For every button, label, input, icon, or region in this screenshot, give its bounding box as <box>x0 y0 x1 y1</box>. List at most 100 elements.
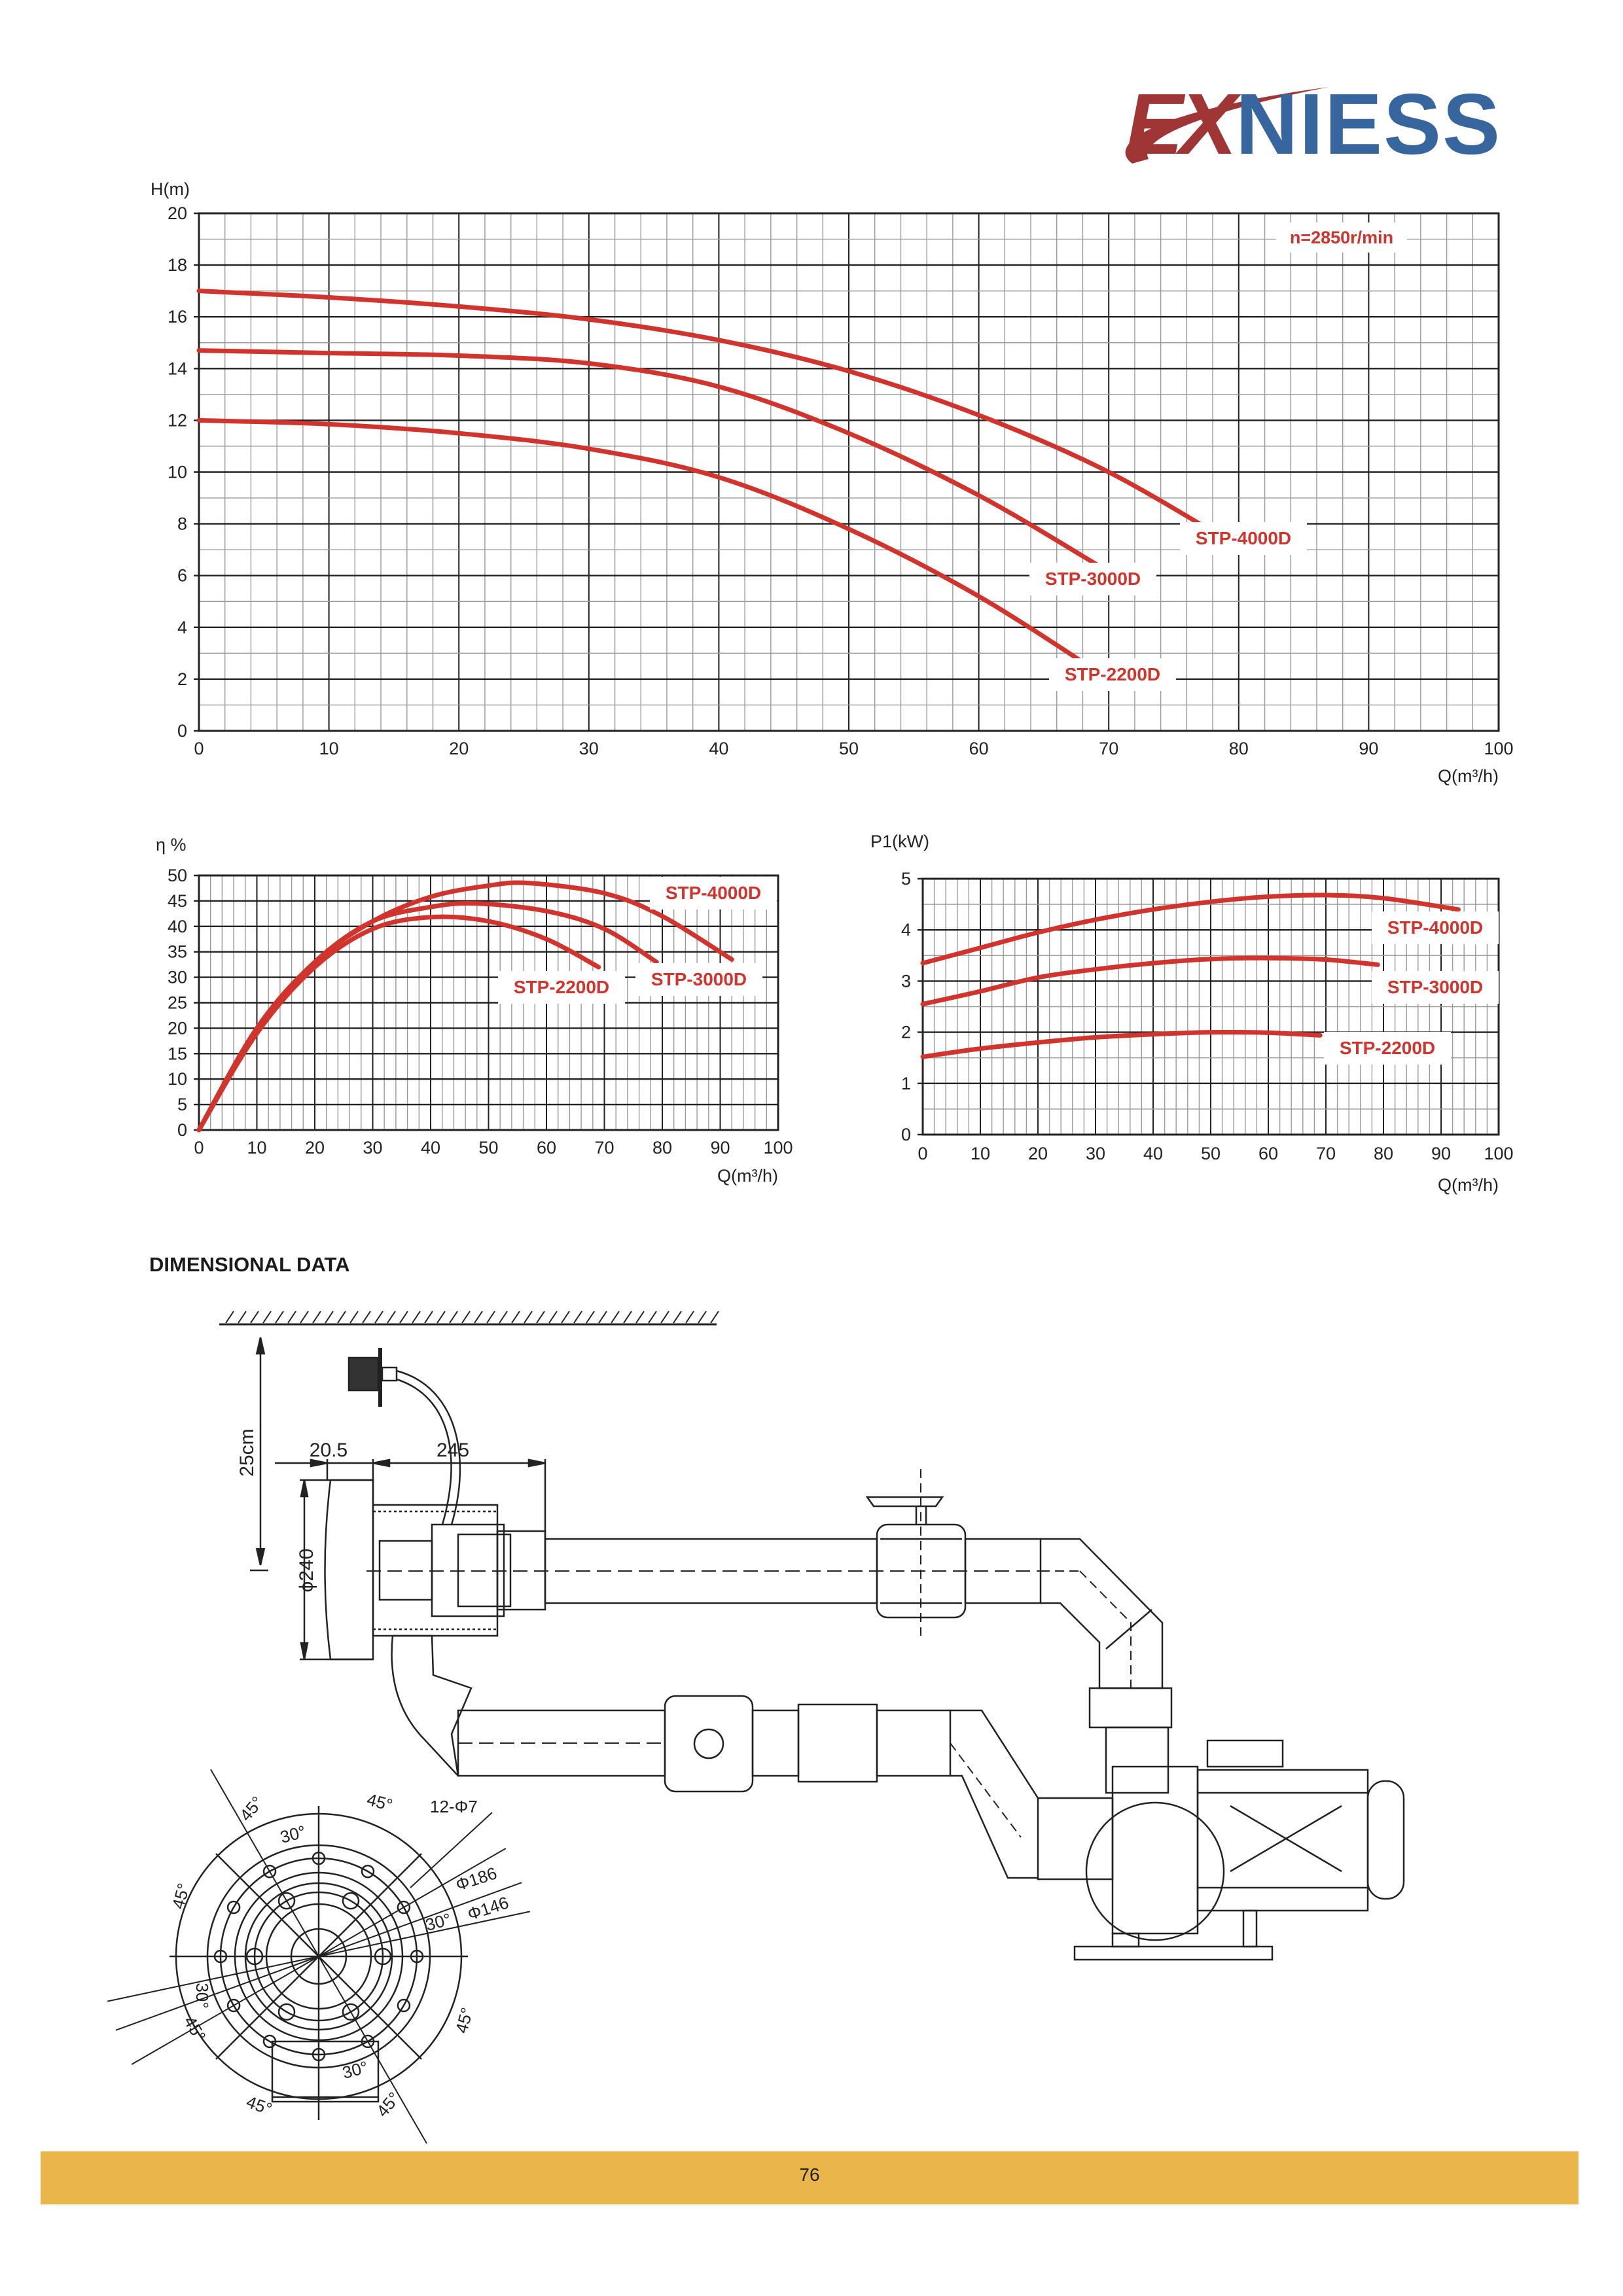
angle-label: 45° <box>452 2005 477 2036</box>
flange-thickness-label: 20.5 <box>310 1439 348 1461</box>
bolt-hole <box>226 1998 241 2013</box>
radial-line <box>318 1911 530 1957</box>
section-title: DIMENSIONAL DATA <box>149 1253 350 1276</box>
series-line-stp-3000d <box>920 955 1380 1007</box>
diameter-dimension: ϕ240 <box>296 1479 373 1661</box>
y-tick-label: 20 <box>168 203 187 223</box>
y-axis-title: H(m) <box>151 179 190 199</box>
series-line-stp-3000d <box>196 348 1105 571</box>
x-tick-label: 50 <box>1201 1144 1221 1163</box>
air-button-box <box>348 1348 461 1525</box>
hatch-line <box>673 1311 682 1324</box>
x-tick-label: 0 <box>194 1138 204 1157</box>
hatch-line <box>250 1311 259 1324</box>
y-tick-label: 2 <box>177 669 187 689</box>
hatch-line <box>374 1311 383 1324</box>
x-tick-label: 80 <box>1229 739 1249 758</box>
logo-swoosh-icon <box>1125 87 1329 164</box>
series-label: STP-4000D <box>666 883 761 903</box>
series-label-bg <box>1372 911 1499 944</box>
y-tick-label: 18 <box>168 255 187 275</box>
footer-band: 76 <box>41 2151 1578 2204</box>
holes-label: 12-Φ7 <box>430 1797 478 1816</box>
series-label: STP-2200D <box>1340 1038 1435 1058</box>
bolt-hole <box>361 1864 375 1879</box>
speed-annotation: n=2850r/min <box>1290 228 1393 247</box>
y-tick-label: 16 <box>168 307 187 327</box>
series-label: STP-3000D <box>1387 977 1483 997</box>
hatch-line <box>660 1311 669 1324</box>
hatch-line <box>474 1311 483 1324</box>
logo-text-niess: NIESS <box>1236 76 1502 172</box>
y-tick-label: 5 <box>177 1095 187 1114</box>
length-label: 245 <box>437 1439 469 1461</box>
hatch-line <box>598 1311 607 1324</box>
x-tick-label: 60 <box>537 1138 556 1157</box>
bolt-hole <box>226 1900 241 1915</box>
y-axis-title: η % <box>156 835 187 855</box>
x-tick-label: 20 <box>449 739 469 758</box>
y-tick-label: 10 <box>168 1069 187 1089</box>
dimensional-drawing: 25cm 20.5 245 ϕ240 <box>107 1311 1405 2144</box>
series-label: STP-2200D <box>514 977 609 997</box>
angle-label: 45° <box>243 2092 274 2119</box>
hatch-line <box>225 1311 234 1324</box>
angle-label: 45° <box>168 1881 194 1911</box>
y-tick-label: 0 <box>901 1125 911 1144</box>
y-tick-label: 5 <box>901 869 911 889</box>
hatch-line <box>548 1311 558 1324</box>
x-tick-label: 0 <box>918 1144 927 1163</box>
x-tick-label: 90 <box>1359 739 1378 758</box>
x-tick-label: 80 <box>1374 1144 1393 1163</box>
x-tick-label: 50 <box>478 1138 498 1157</box>
y-tick-label: 35 <box>168 942 187 962</box>
x-tick-label: 30 <box>1086 1144 1105 1163</box>
length-dimension: 20.5 245 <box>275 1439 546 1539</box>
radial-line <box>318 1956 427 2144</box>
x-axis-title: Q(m³/h) <box>717 1166 778 1186</box>
radial-line <box>115 1956 319 2031</box>
series-label-bg <box>635 963 762 996</box>
bolt-hole <box>262 2034 277 2049</box>
bolt-hole <box>397 1900 411 1915</box>
screw-boss <box>277 1892 296 1910</box>
y-axis-title: P1(kW) <box>870 832 929 851</box>
x-axis-title: Q(m³/h) <box>1438 766 1499 786</box>
y-tick-label: 25 <box>168 993 187 1013</box>
height-dimension: 25cm <box>236 1337 268 1572</box>
hatch-line <box>325 1311 334 1324</box>
radial-line <box>107 1956 319 2002</box>
hatch-line <box>561 1311 570 1324</box>
series-label: STP-4000D <box>1387 917 1483 938</box>
y-tick-label: 20 <box>168 1018 187 1038</box>
lower-pipe <box>391 1634 1114 1881</box>
hatch-line <box>611 1311 620 1324</box>
y-tick-label: 30 <box>168 968 187 987</box>
series-line-stp-2200d <box>196 914 601 1133</box>
bolt-hole <box>397 1998 411 2013</box>
ceiling-hatch <box>219 1311 719 1326</box>
hatch-line <box>586 1311 595 1324</box>
y-tick-label: 40 <box>168 917 187 936</box>
bolt-hole <box>262 1864 277 1879</box>
y-tick-label: 15 <box>168 1044 187 1063</box>
diameter-label: ϕ240 <box>296 1549 317 1593</box>
hatch-line <box>238 1311 247 1324</box>
hatch-line <box>412 1311 421 1324</box>
angle-label: 30° <box>340 2057 370 2083</box>
series-label-bg <box>498 971 625 1004</box>
angle-label: 30° <box>423 1909 454 1935</box>
angle-label: 30° <box>192 1983 212 2008</box>
series-label-bg <box>1029 563 1156 595</box>
series-label: STP-4000D <box>1196 528 1291 548</box>
y-tick-label: 6 <box>177 566 187 586</box>
angle-label: 30° <box>278 1822 308 1847</box>
x-tick-label: 100 <box>1484 1144 1513 1163</box>
hatch-line <box>623 1311 632 1324</box>
x-tick-label: 20 <box>1028 1144 1048 1163</box>
series-line-stp-4000d <box>196 289 1241 550</box>
y-tick-label: 12 <box>168 410 187 430</box>
series-line-stp-2200d <box>196 417 1111 682</box>
radial-line <box>318 1882 522 1957</box>
